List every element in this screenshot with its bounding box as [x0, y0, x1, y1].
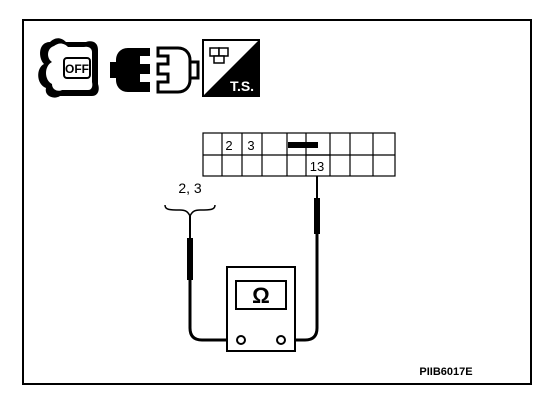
ohmmeter: Ω: [226, 266, 296, 352]
terminal-label-13: 13: [310, 159, 324, 174]
connector-lock-tab: [288, 142, 318, 148]
meter-terminal-left: [236, 335, 246, 345]
ignition-off-text: OFF: [65, 62, 89, 76]
ohm-symbol: Ω: [252, 283, 270, 308]
terminal-label-3: 3: [247, 138, 254, 153]
ohmmeter-display: [235, 280, 287, 310]
figure-code: PIIB6017E: [419, 366, 472, 378]
left-test-probe: [187, 216, 240, 342]
meter-terminal-right: [276, 335, 286, 345]
terminal-label-2: 2: [225, 138, 232, 153]
right-test-probe: [282, 176, 320, 342]
connector-disconnect-icon: [110, 46, 200, 94]
ignition-key-off-icon: OFF: [38, 38, 99, 98]
ts-text: T.S.: [230, 78, 254, 94]
probe-terminal-label: 2, 3: [178, 180, 202, 196]
ts-troubleshooting-icon: T.S.: [202, 39, 260, 97]
harness-connector: [202, 132, 396, 177]
